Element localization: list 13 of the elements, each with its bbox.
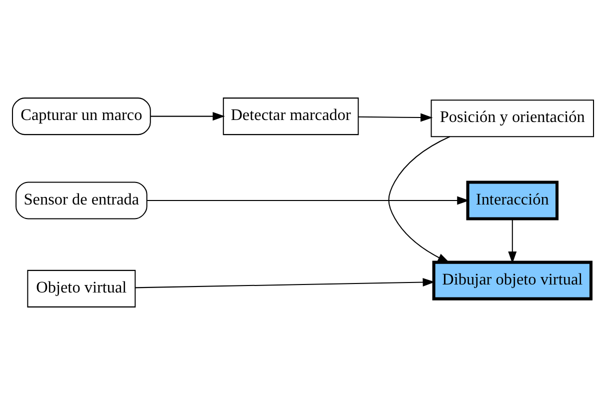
arrow [358,112,433,122]
arrow [388,136,450,262]
node-box: Interacción [466,180,559,220]
node-box: Dibujar objeto virtual [432,260,592,300]
arrow [150,112,225,120]
arrow [508,218,517,264]
node-box: Posición y orientación [430,99,594,137]
node-box: Sensor de entrada [16,181,148,219]
node-box: Capturar un marco [12,97,151,135]
arrow [147,196,470,204]
node-box: Objeto virtual [27,269,136,307]
node-box: Detectar marcador [222,97,359,135]
arrow [135,277,435,288]
